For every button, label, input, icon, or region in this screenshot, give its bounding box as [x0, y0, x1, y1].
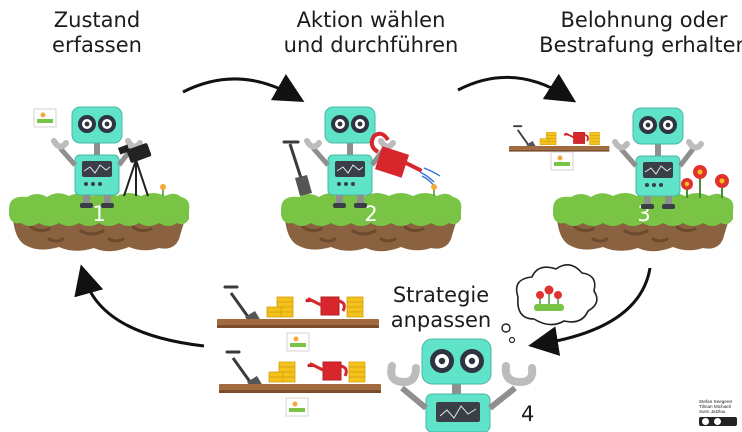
- robot-observing: [54, 107, 140, 208]
- step-2-title-line-2: und durchführen: [284, 33, 459, 57]
- author-credit-2: Tilman Michaeli: [699, 404, 731, 409]
- watering-can-icon: [369, 131, 441, 187]
- step-1: Zustand erfassen 1: [7, 8, 191, 253]
- robot-thinking: [387, 338, 537, 432]
- picture-frame-icon: [550, 151, 574, 171]
- picture-frame-icon: [285, 397, 309, 417]
- step-3: Belohnung oder Bestrafung erhalten 3: [508, 8, 742, 253]
- step-1-number: 1: [92, 202, 105, 226]
- step-3-title-line-2: Bestrafung erhalten: [539, 33, 742, 57]
- step-2-title-line-1: Aktion wählen: [297, 8, 446, 32]
- shovel-icon: [282, 140, 312, 196]
- red-flowers-icon: [681, 165, 729, 198]
- small-flower-icon: [431, 184, 437, 196]
- cc-by-icon: [699, 417, 737, 426]
- author-credit-1: Stefan Seegerer: [699, 399, 733, 404]
- author-credits: Stefan Seegerer Tilman Michaeli Sven Jat…: [699, 399, 732, 414]
- small-flower-icon: [160, 184, 166, 196]
- arrow-step3-to-step4: [528, 267, 652, 356]
- step-3-title-line-1: Belohnung oder: [561, 8, 728, 32]
- step-1-title-line-1: Zustand: [54, 8, 140, 32]
- arrow-step1-to-step2: [182, 74, 305, 102]
- step-2-number: 2: [364, 202, 377, 226]
- picture-frame-icon: [33, 108, 57, 128]
- picture-frame-icon: [286, 332, 310, 352]
- step-1-title-line-2: erfassen: [52, 33, 142, 57]
- arrow-step4-to-step1: [74, 264, 205, 348]
- step-4-title-line-1: Strategie: [393, 283, 489, 307]
- arrow-step2-to-step3: [457, 73, 577, 103]
- step-4: Strategie anpassen: [215, 264, 598, 432]
- camera-tripod-icon: [117, 143, 152, 197]
- shelf-with-rewards: [508, 125, 611, 153]
- thought-bubble-icon: [501, 264, 598, 344]
- shelf-lower: [217, 350, 383, 395]
- shelf-upper: [215, 285, 381, 330]
- step-4-title-line-2: anpassen: [391, 308, 492, 332]
- step-4-number: 4: [521, 402, 534, 426]
- author-credit-3: Sven Jatzlau: [699, 409, 726, 414]
- step-2: Aktion wählen und durchführen 2: [279, 8, 463, 253]
